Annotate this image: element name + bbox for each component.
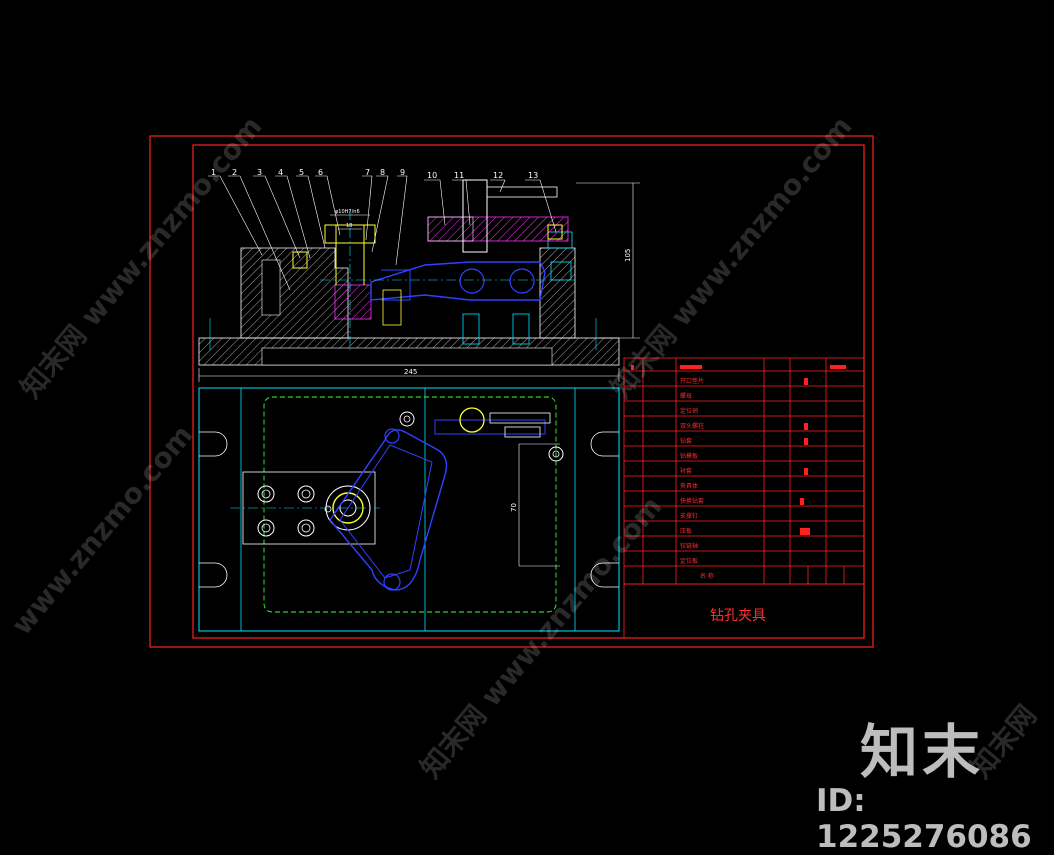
dim-plan-offset: 70 (510, 503, 518, 512)
bom-row-11: 压板 (680, 527, 692, 535)
part-label-4: 4 (278, 168, 283, 177)
bom-row-9: 快换钻套 (680, 497, 704, 505)
dim-overall-width: 245 (404, 368, 417, 376)
part-label-7: 7 (365, 168, 370, 177)
bom-row-13: 定位板 (680, 557, 698, 565)
part-label-10: 10 (427, 171, 437, 180)
part-label-12: 12 (493, 171, 503, 180)
bom-row-4: 双头螺柱 (680, 422, 704, 430)
part-label-2: 2 (232, 168, 237, 177)
bom-row-12: 铰链轴 (680, 542, 698, 550)
dim-top-fit: φ10H7/n6 (335, 209, 360, 215)
bom-row-6: 钻模板 (680, 452, 698, 460)
bom-table (623, 357, 865, 639)
plan-view (198, 387, 620, 632)
part-label-8: 8 (380, 168, 385, 177)
outer-border (149, 135, 874, 648)
bom-text: 开口垫片 螺母 定位销 双头螺柱 钻套 钻模板 衬套 夹具体 快换钻套 支撑钉 … (631, 365, 846, 580)
part-label-1: 1 (211, 168, 216, 177)
bom-row-8: 夹具体 (680, 482, 698, 490)
part-label-5: 5 (299, 168, 304, 177)
bom-row-7: 衬套 (680, 467, 692, 475)
dim-top-small: 18 (346, 223, 352, 229)
bom-row-3: 定位销 (680, 407, 698, 415)
part-label-9: 9 (400, 168, 405, 177)
asset-id: ID: 1225276086 (816, 783, 1032, 855)
dimensions (198, 182, 640, 567)
bom-row-1: 开口垫片 (680, 377, 704, 385)
title-block-name: 钻孔夹具 (710, 608, 766, 624)
bom-row-2: 螺母 (680, 392, 692, 400)
part-label-6: 6 (318, 168, 323, 177)
bom-row-10: 支撑钉 (680, 512, 698, 520)
part-label-13: 13 (528, 171, 538, 180)
leader-lines (208, 175, 557, 291)
part-label-11: 11 (454, 171, 464, 180)
part-label-3: 3 (257, 168, 262, 177)
dim-height: 105 (624, 249, 632, 262)
brand-logo: 知末 (860, 718, 985, 786)
section-view (198, 179, 620, 366)
bom-header-name: 名 称 (700, 572, 714, 580)
bom-row-5: 钻套 (680, 437, 692, 445)
